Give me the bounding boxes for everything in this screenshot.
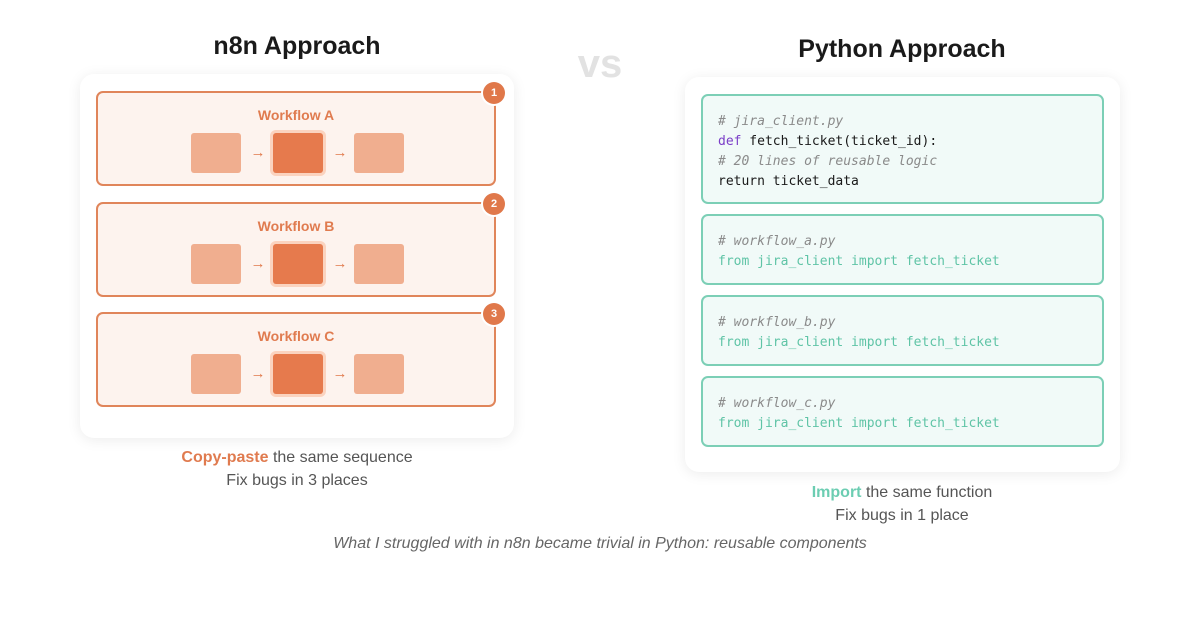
import-line: from jira_client import fetch_ticket bbox=[718, 254, 1000, 269]
function-signature: fetch_ticket(ticket_id): bbox=[741, 134, 938, 149]
workflow-title: Workflow A bbox=[257, 107, 335, 123]
n8n-panel: 1 Workflow A → → 2 Workflow B → → 3 Work… bbox=[80, 74, 514, 438]
python-approach-title: Python Approach bbox=[798, 35, 1006, 63]
footer-caption: What I struggled with in n8n became triv… bbox=[333, 535, 867, 552]
n8n-caption-line1: Copy-paste the same sequence bbox=[77, 446, 517, 469]
workflow-node bbox=[191, 244, 241, 284]
arrow-icon: → bbox=[332, 144, 348, 161]
return-line: return ticket_data bbox=[718, 174, 859, 189]
caption-text: the same sequence bbox=[268, 449, 413, 466]
vs-label: vs bbox=[577, 42, 623, 86]
def-keyword: def bbox=[718, 134, 742, 149]
copy-paste-highlight: Copy-paste bbox=[181, 449, 269, 466]
workflow-node-highlighted bbox=[273, 133, 323, 173]
n8n-caption-line2: Fix bugs in 3 places bbox=[226, 472, 368, 489]
code-comment: # workflow_a.py bbox=[718, 234, 836, 249]
arrow-icon: → bbox=[250, 144, 266, 161]
code-comment: # workflow_b.py bbox=[718, 315, 836, 330]
workflow-node-highlighted bbox=[273, 354, 323, 394]
arrow-icon: → bbox=[332, 255, 348, 272]
jira-client-code-block: # jira_client.py def fetch_ticket(ticket… bbox=[701, 94, 1104, 204]
workflow-node-highlighted bbox=[273, 244, 323, 284]
n8n-approach-title: n8n Approach bbox=[213, 32, 381, 60]
workflow-badge: 3 bbox=[483, 303, 505, 325]
workflow-node bbox=[191, 133, 241, 173]
n8n-caption: Copy-paste the same sequence Fix bugs in… bbox=[77, 446, 517, 492]
workflow-c-code-block: # workflow_c.py from jira_client import … bbox=[701, 376, 1104, 447]
workflow-card-a: 1 Workflow A → → bbox=[96, 82, 505, 186]
workflow-title: Workflow C bbox=[257, 328, 335, 344]
workflow-node bbox=[354, 354, 404, 394]
python-caption: Import the same function Fix bugs in 1 p… bbox=[682, 481, 1122, 527]
import-line: from jira_client import fetch_ticket bbox=[718, 335, 1000, 350]
import-highlight: Import bbox=[811, 484, 862, 501]
workflow-b-code-block: # workflow_b.py from jira_client import … bbox=[701, 295, 1104, 366]
workflow-node bbox=[354, 133, 404, 173]
code-comment: # 20 lines of reusable logic bbox=[718, 154, 938, 169]
workflow-title: Workflow B bbox=[257, 218, 335, 234]
workflow-a-code-block: # workflow_a.py from jira_client import … bbox=[701, 214, 1104, 285]
code-comment: # jira_client.py bbox=[718, 114, 844, 129]
import-line: from jira_client import fetch_ticket bbox=[718, 416, 1000, 431]
workflow-node bbox=[354, 244, 404, 284]
python-caption-line2: Fix bugs in 1 place bbox=[835, 507, 969, 524]
workflow-badge: 2 bbox=[483, 193, 505, 215]
workflow-node bbox=[191, 354, 241, 394]
caption-text: the same function bbox=[861, 484, 993, 501]
arrow-icon: → bbox=[250, 365, 266, 382]
workflow-card-b: 2 Workflow B → → bbox=[96, 193, 505, 297]
workflow-badge: 1 bbox=[483, 82, 505, 104]
arrow-icon: → bbox=[332, 365, 348, 382]
workflow-card-c: 3 Workflow C → → bbox=[96, 303, 505, 407]
python-caption-line1: Import the same function bbox=[682, 481, 1122, 504]
arrow-icon: → bbox=[250, 255, 266, 272]
python-panel: # jira_client.py def fetch_ticket(ticket… bbox=[685, 77, 1120, 472]
code-comment: # workflow_c.py bbox=[718, 396, 836, 411]
